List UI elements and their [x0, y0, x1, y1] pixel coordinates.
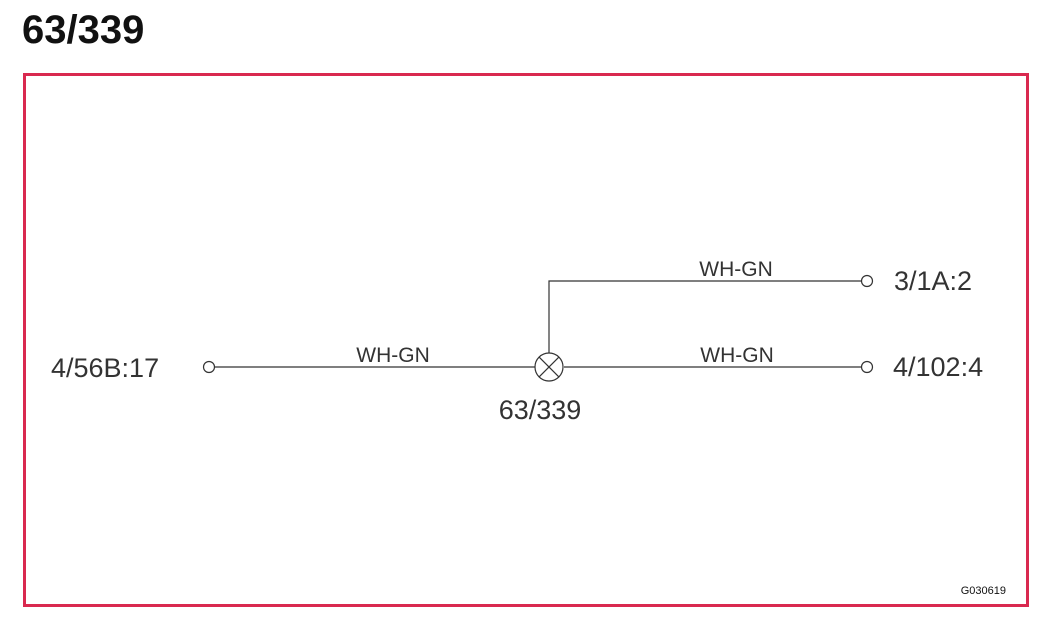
- drawing-code: G030619: [961, 585, 1006, 597]
- terminal-right-bottom-label: 4/102:4: [893, 352, 983, 382]
- wire-right-bottom-label: WH-GN: [700, 344, 773, 367]
- wire-right-top: [548, 280, 861, 353]
- splice-label: 63/339: [499, 395, 582, 425]
- terminal-left-label: 4/56B:17: [51, 353, 159, 383]
- terminal-right-top-label: 3/1A:2: [894, 266, 972, 296]
- wire-right-top-label: WH-GN: [699, 258, 772, 281]
- page-title: 63/339: [22, 8, 145, 52]
- splice-icon: [534, 352, 564, 382]
- diagram-frame: [23, 73, 1029, 607]
- terminal-right-bottom: [860, 360, 874, 374]
- terminal-left: [202, 360, 216, 374]
- wire-left-label: WH-GN: [356, 344, 429, 367]
- terminal-right-top: [860, 274, 874, 288]
